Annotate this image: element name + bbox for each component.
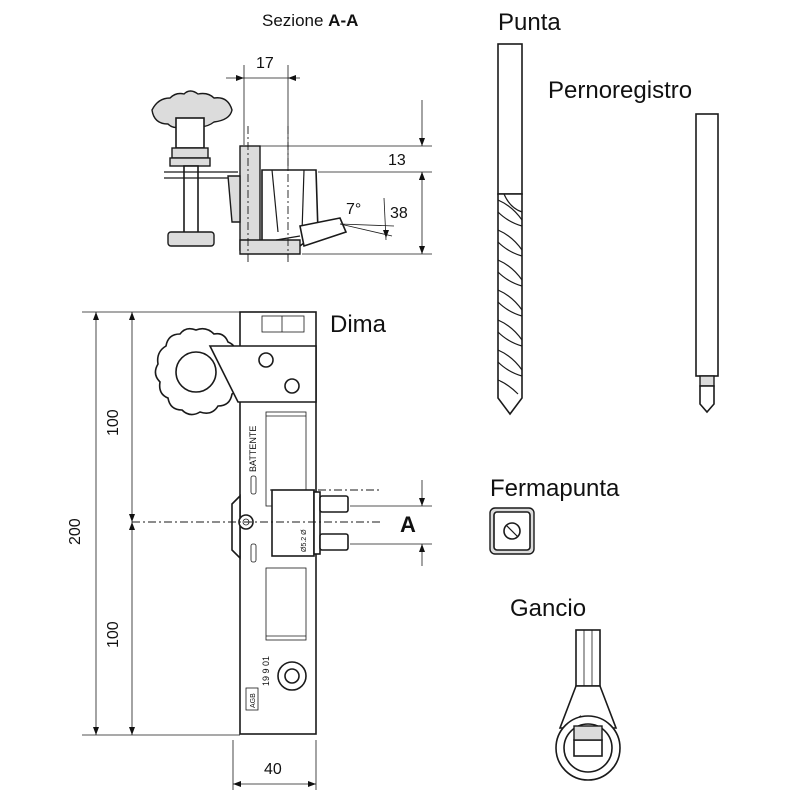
brand-engraving: AGB — [250, 693, 257, 708]
code-engraving: 19 9 01 — [261, 656, 271, 686]
gancio-view: Gancio 13 — [510, 595, 621, 781]
section-title: Sezione A-A — [262, 11, 358, 30]
clamp-knob — [151, 90, 238, 247]
dim-200-label: 200 — [67, 518, 84, 545]
svg-text:Ø5.2 Ø: Ø5.2 Ø — [301, 529, 308, 552]
dim-100-upper-label: 100 — [105, 409, 122, 436]
punta-label: Punta — [498, 9, 561, 36]
battente-engraving: BATTENTE — [248, 426, 258, 472]
dim-13-label: 13 — [388, 152, 406, 169]
dim-38-label: 38 — [390, 205, 408, 222]
section-a-marker: A — [400, 512, 416, 537]
dim-angle-label: 7° — [346, 201, 361, 218]
dimension-200: 200 — [67, 311, 240, 736]
dimension-13-38: 13 38 — [260, 100, 432, 255]
section-aa-view: Sezione A-A 17 — [151, 11, 432, 262]
dim-100-lower-label: 100 — [105, 621, 122, 648]
dima-view: Dima 200 100 100 — [67, 311, 432, 790]
section-body — [227, 145, 348, 255]
fermapunta-view: Fermapunta — [489, 475, 620, 555]
punta-view: Punta — [497, 9, 561, 416]
fermapunta-label: Fermapunta — [490, 475, 620, 502]
dimension-100-lower: 100 — [105, 522, 135, 735]
gancio-label: Gancio — [510, 595, 586, 622]
dim-17-label: 17 — [256, 55, 274, 72]
drill-guides: Ø5.2 Ø — [271, 489, 349, 557]
dimension-40: 40 — [232, 740, 317, 790]
pernoregistro-label: Pernoregistro — [548, 77, 692, 104]
dimension-a: A — [350, 480, 432, 566]
dim-40-label: 40 — [264, 761, 282, 778]
pernoregistro-view: Pernoregistro — [548, 77, 719, 414]
dima-label: Dima — [330, 311, 387, 338]
dimension-100-upper: 100 — [105, 312, 135, 522]
dimension-angle: 7° — [339, 197, 395, 241]
